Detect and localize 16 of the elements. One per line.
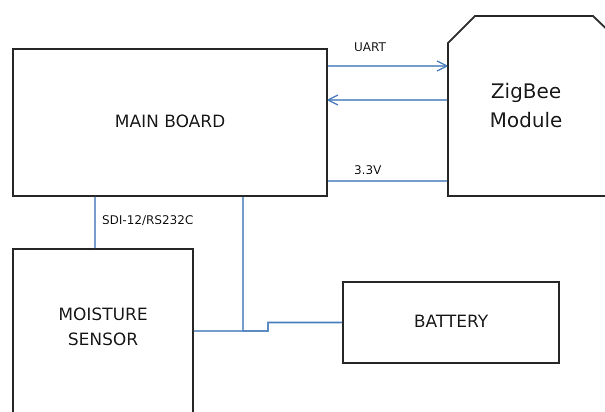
block-label: MAIN BOARD	[114, 111, 226, 134]
connector-line	[194, 322, 342, 332]
arrow	[327, 94, 447, 106]
block-label: BATTERY	[414, 311, 488, 334]
block-label: ZigBee Module	[488, 78, 564, 134]
edge-label: 3.3V	[354, 163, 382, 178]
block	[342, 281, 560, 364]
edge-label: UART	[354, 40, 386, 54]
arrow	[328, 60, 448, 72]
connector-line	[328, 180, 447, 182]
block	[12, 248, 194, 412]
block-label: MOISTURE SENSOR	[57, 304, 149, 352]
block	[12, 48, 328, 197]
connector-line	[94, 197, 96, 248]
edge-label: SDI-12/RS232C	[102, 213, 194, 228]
module-block	[447, 15, 605, 197]
